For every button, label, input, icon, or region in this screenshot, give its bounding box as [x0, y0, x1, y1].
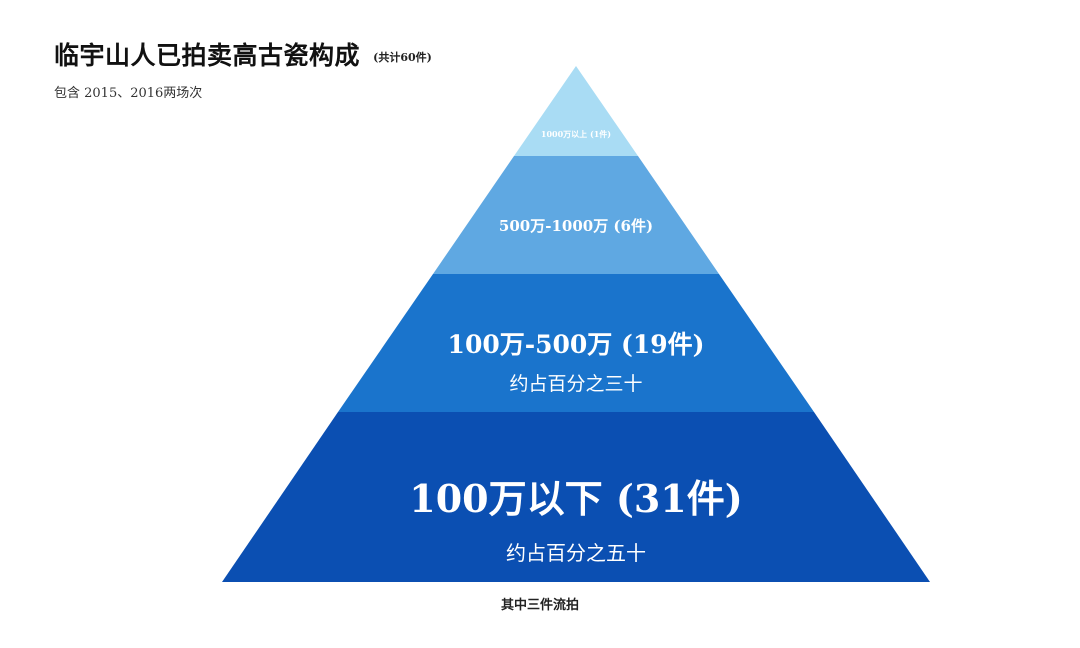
footnote: 其中三件流拍	[500, 598, 579, 613]
tier-1-shape	[514, 66, 638, 156]
tier-3-sublabel: 约占百分之三十	[509, 373, 642, 395]
title-note: (共计60件)	[373, 51, 432, 64]
tier-4-label: 100万以下 (31件)	[409, 476, 742, 521]
tier-2-label: 500万-1000万 (6件)	[499, 217, 653, 235]
tier-3-label: 100万-500万 (19件)	[448, 330, 705, 359]
page-title: 临宇山人已拍卖高古瓷构成	[54, 41, 361, 70]
subtitle: 包含 2015、2016两场次	[54, 86, 203, 101]
tier-4-shape	[222, 412, 930, 582]
tier-2-shape	[433, 156, 719, 274]
tier-1-label: 1000万以上 (1件)	[541, 129, 611, 139]
tier-3-shape	[338, 274, 814, 412]
title-block: 临宇山人已拍卖高古瓷构成 (共计60件)	[54, 36, 432, 72]
tier-4-sublabel: 约占百分之五十	[506, 541, 646, 565]
